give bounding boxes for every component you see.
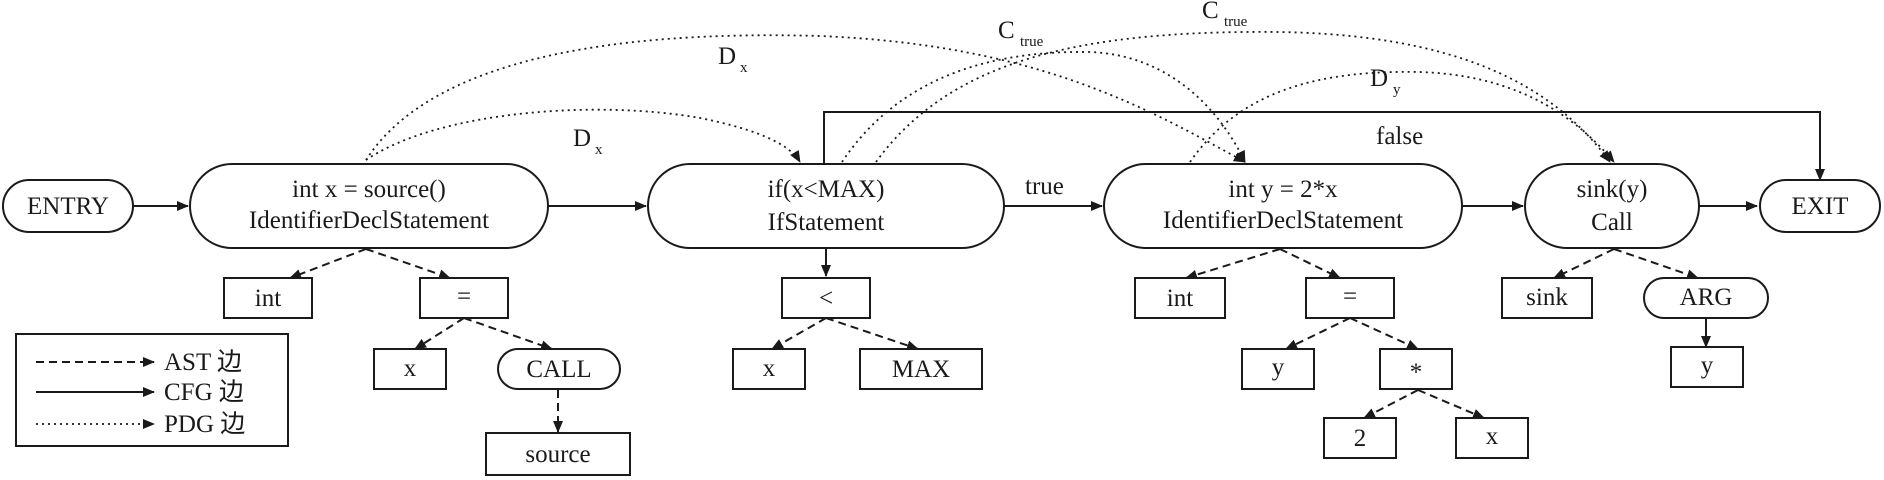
ast-label-y1: y xyxy=(1272,354,1285,381)
node-entry: ENTRY xyxy=(2,179,134,233)
ast-edge-eq-call xyxy=(463,317,553,351)
ast-node-mul xyxy=(1379,348,1453,390)
legend-ast-label: AST 边 xyxy=(164,348,242,376)
svg-text:D: D xyxy=(573,125,591,152)
ast-label-2: 2 xyxy=(1354,425,1367,452)
ast-label-max: MAX xyxy=(892,356,950,383)
node-if: if(x<MAX) IfStatement xyxy=(647,163,1005,249)
edge-label-false: false xyxy=(1376,123,1423,150)
ast-node-max xyxy=(859,348,983,390)
ast-node-eq2 xyxy=(1305,277,1395,319)
legend-pdg-label: PDG 边 xyxy=(164,410,245,438)
ast-label-y2: y xyxy=(1701,352,1714,379)
node-exit-label: EXIT xyxy=(1792,193,1849,220)
pdg-edge-n2-n4-ctrue xyxy=(875,31,1611,163)
ast-node-y1 xyxy=(1241,348,1315,390)
node-decl-x-code: int x = source() xyxy=(292,176,446,203)
svg-text:C: C xyxy=(1202,0,1219,24)
ast-node-int2 xyxy=(1134,277,1226,319)
svg-text:D: D xyxy=(718,43,736,70)
legend: AST 边 CFG 边 PDG 边 xyxy=(15,333,289,447)
ast-edge-eq-x xyxy=(414,317,465,350)
node-decl-y: int y = 2*x IdentifierDeclStatement xyxy=(1103,163,1463,249)
ast-node-arg xyxy=(1643,277,1769,319)
ast-node-2 xyxy=(1323,417,1397,459)
ast-edge-n3-int xyxy=(1185,248,1281,280)
ast-label-source: source xyxy=(525,441,590,468)
ast-node-x3 xyxy=(1455,417,1529,459)
ast-label-mul: * xyxy=(1410,359,1423,386)
ast-node-call xyxy=(497,348,621,390)
svg-text:true: true xyxy=(1020,34,1044,50)
node-if-code: if(x<MAX) xyxy=(768,176,885,203)
ast-edge-eq2-y xyxy=(1285,317,1351,350)
ast-node-x1 xyxy=(373,348,447,390)
ast-edge-n4-sink xyxy=(1553,248,1615,279)
svg-text:C: C xyxy=(998,17,1015,44)
ast-edge-eq2-mul xyxy=(1349,317,1419,350)
svg-text:y: y xyxy=(1393,82,1401,98)
node-exit: EXIT xyxy=(1759,179,1881,233)
ast-edge-mul-x xyxy=(1417,389,1485,419)
cfg-edge-n2-exit-false xyxy=(823,111,1825,181)
ast-label-x3: x xyxy=(1486,423,1499,450)
edge-label-ctrue-1: C true xyxy=(998,17,1044,50)
ast-edge-n1-int xyxy=(289,248,367,279)
ast-node-x2 xyxy=(732,348,806,390)
pdg-edge-n1-n3-dx xyxy=(365,34,1246,163)
node-sink-type: Call xyxy=(1591,209,1633,236)
ast-label-call: CALL xyxy=(526,356,591,383)
ast-label-int2: int xyxy=(1167,285,1193,312)
ast-edge-lt-max xyxy=(825,317,919,351)
ast-label-eq1: = xyxy=(457,283,471,310)
svg-text:true: true xyxy=(1224,14,1248,30)
edge-label-dx-main: D x xyxy=(718,43,748,76)
pdg-edge-n2-n3-ctrue xyxy=(841,51,1246,163)
svg-text:x: x xyxy=(595,142,603,158)
ast-edge-n4-arg xyxy=(1613,248,1699,280)
ast-label-arg: ARG xyxy=(1680,284,1733,311)
ast-node-sink xyxy=(1501,277,1593,319)
svg-text:D: D xyxy=(1370,65,1388,92)
ast-label-x1: x xyxy=(404,355,417,382)
node-decl-y-code: int y = 2*x xyxy=(1228,176,1338,203)
edge-label-ctrue-2: C true xyxy=(1202,0,1248,30)
ast-node-int1 xyxy=(223,277,313,319)
node-decl-x-type: IdentifierDeclStatement xyxy=(249,207,489,234)
pdg-edge-n1-n2-dx xyxy=(365,108,801,163)
node-sink-code: sink(y) xyxy=(1577,176,1648,203)
ast-node-source xyxy=(485,432,631,476)
ast-edge-n1-eq xyxy=(365,248,451,280)
edge-label-dx-small: D x xyxy=(573,125,603,158)
node-entry-label: ENTRY xyxy=(27,193,109,220)
ast-node-lt xyxy=(781,277,871,319)
node-decl-x: int x = source() IdentifierDeclStatement xyxy=(189,163,549,249)
ast-label-lt: < xyxy=(819,285,833,312)
ast-edge-n3-eq xyxy=(1279,248,1341,279)
svg-text:x: x xyxy=(740,60,748,76)
ast-edge-mul-2 xyxy=(1363,389,1419,419)
ast-edge-lt-x xyxy=(771,317,827,350)
edge-label-dy: D y xyxy=(1370,65,1401,98)
ast-label-int1: int xyxy=(255,285,281,312)
node-if-type: IfStatement xyxy=(768,209,885,236)
pdg-edge-n3-n4-dy xyxy=(1189,70,1615,163)
edge-label-true: true xyxy=(1025,173,1064,200)
ast-label-sink: sink xyxy=(1526,284,1568,311)
node-sink-call: sink(y) Call xyxy=(1524,163,1700,249)
ast-label-x2: x xyxy=(763,355,776,382)
ast-node-y2 xyxy=(1670,346,1744,388)
legend-cfg-label: CFG 边 xyxy=(164,378,244,406)
ast-label-eq2: = xyxy=(1343,283,1357,310)
node-decl-y-type: IdentifierDeclStatement xyxy=(1163,207,1403,234)
ast-node-eq1 xyxy=(419,277,509,319)
